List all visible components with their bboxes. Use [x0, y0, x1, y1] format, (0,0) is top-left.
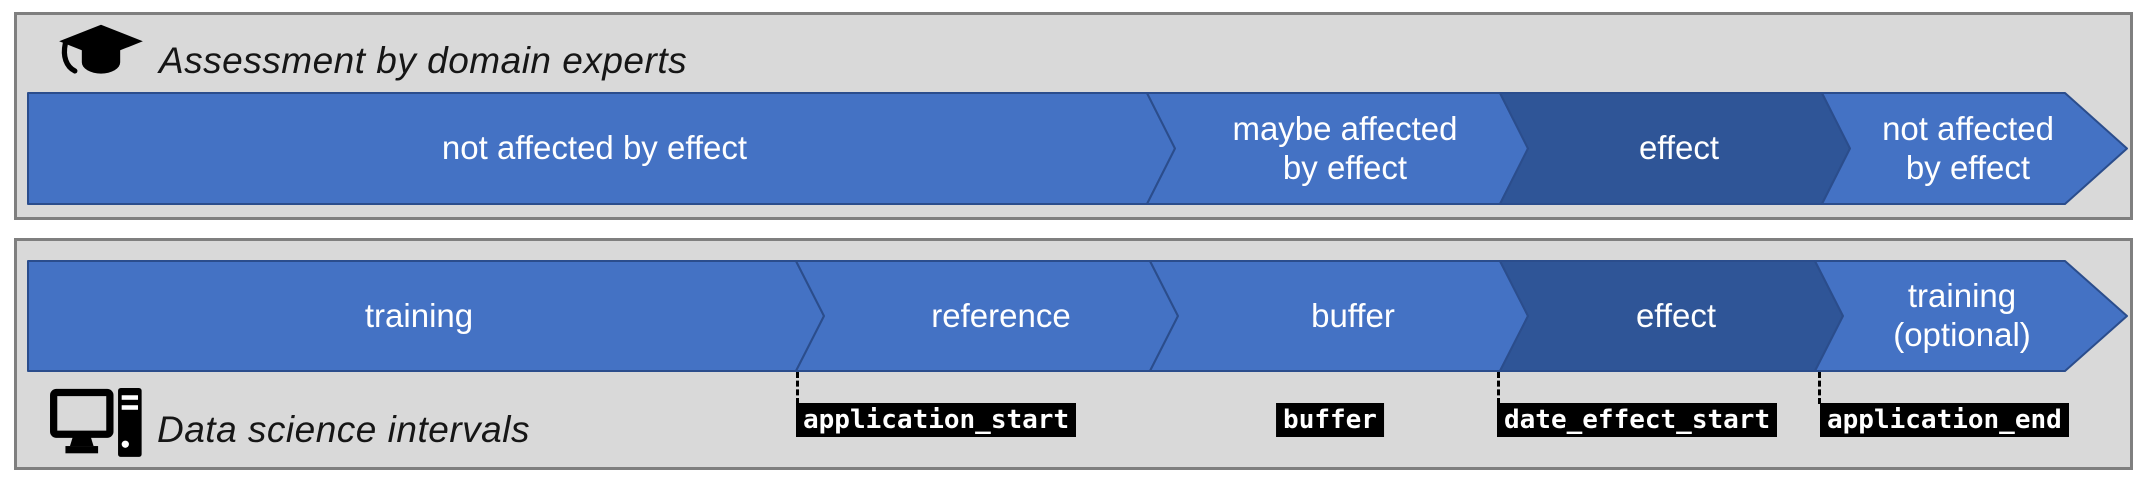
interval-label-date-effect-start: date_effect_start [1497, 403, 1778, 437]
dashed-line-date-effect-start [1497, 372, 1500, 404]
segment-shape-effect-ds [1499, 260, 1844, 372]
datascience-panel-title: Data science intervals [157, 409, 530, 450]
computer-icon [49, 388, 149, 466]
interval-label-application-end: application_end [1820, 403, 2069, 437]
segment-shape-buffer [1149, 260, 1529, 372]
interval-label-application-start: application_start [796, 403, 1077, 437]
segment-shape-not-affected-2 [1821, 92, 2128, 205]
segment-shape-reference [795, 260, 1179, 372]
interval-label-buffer: buffer [1276, 403, 1384, 437]
segment-shape-effect-expert [1499, 92, 1851, 205]
data-science-panel: training reference buffer effect trainin… [14, 238, 2133, 470]
datascience-timeline-row: training reference buffer effect trainin… [27, 260, 2128, 372]
segment-shape-training-optional [1814, 260, 2128, 372]
expert-panel-title: Assessment by domain experts [159, 40, 688, 81]
segment-shape-maybe-affected [1146, 92, 1529, 205]
dashed-line-application-end [1818, 372, 1821, 404]
segment-shape-training [27, 260, 825, 372]
dashed-line-application-start [796, 372, 799, 404]
expert-timeline-row: not affected by effect maybe affected by… [27, 92, 2128, 205]
segment-shape-not-affected-1 [27, 92, 1176, 205]
graduation-cap-icon [57, 23, 145, 91]
expert-assessment-panel: Assessment by domain experts not affecte… [14, 12, 2133, 220]
